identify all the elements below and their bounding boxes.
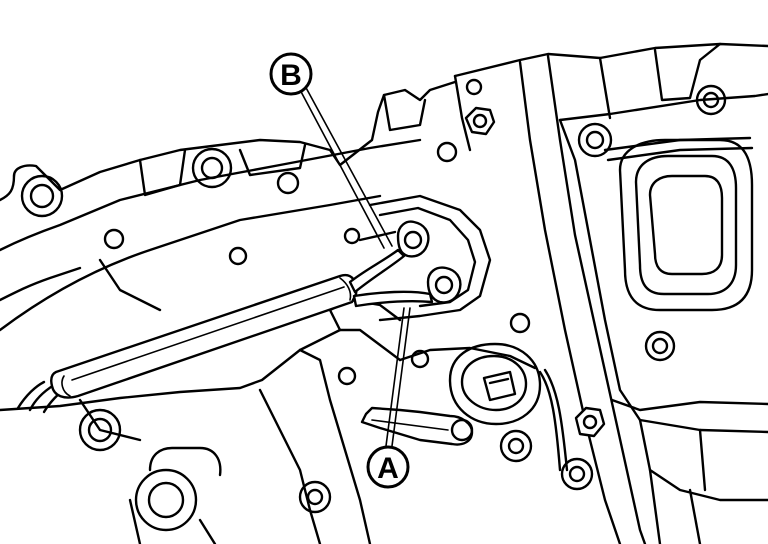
- callout-b-leader-second: [303, 83, 393, 247]
- bolt-hex-right: [574, 406, 606, 438]
- bolt-lower-big: [134, 468, 198, 532]
- bolt-lower-center: [298, 480, 332, 514]
- callout-a-circle: [366, 445, 410, 489]
- hole-lower-b: [410, 349, 430, 369]
- valve-body-housing: [453, 42, 768, 544]
- connector-boss: [448, 342, 569, 472]
- callout-b-circle: [269, 52, 313, 96]
- left-housing: [0, 80, 457, 332]
- callout-b-leader: [297, 85, 385, 249]
- bolt-right-upper: [695, 84, 727, 116]
- bolt-right-mid: [644, 330, 676, 362]
- bolt-left-upper: [191, 147, 233, 189]
- hole-lower-a: [337, 366, 357, 386]
- bolt-hex-upper: [464, 106, 496, 136]
- hole-left-a: [276, 171, 300, 195]
- hole-left-c: [228, 246, 248, 266]
- terminal-b: [396, 220, 430, 258]
- callout-a-label: A: [377, 452, 399, 485]
- bolt-right-low: [560, 457, 594, 491]
- hole-center: [509, 312, 531, 334]
- bolt-left-top: [20, 174, 64, 218]
- wire-harness: [16, 273, 358, 414]
- bolt-lower-left: [78, 408, 122, 452]
- callout-b: B: [269, 52, 393, 249]
- hole-left-d: [343, 227, 361, 245]
- bolt-lower-mid: [499, 429, 533, 463]
- callout-a-leader-second: [391, 307, 411, 447]
- bolt-right-top: [577, 122, 613, 158]
- harness-leads: [348, 248, 434, 308]
- lower-plunger: [360, 406, 474, 446]
- sensor-port: [618, 138, 754, 312]
- callout-a-leader: [385, 307, 405, 447]
- hole-top: [465, 78, 483, 96]
- callout-a: A: [366, 307, 411, 489]
- hole-upper-center: [436, 141, 458, 163]
- callout-b-label: B: [280, 59, 302, 92]
- hole-left-b: [103, 228, 125, 250]
- terminal-a: [426, 266, 462, 304]
